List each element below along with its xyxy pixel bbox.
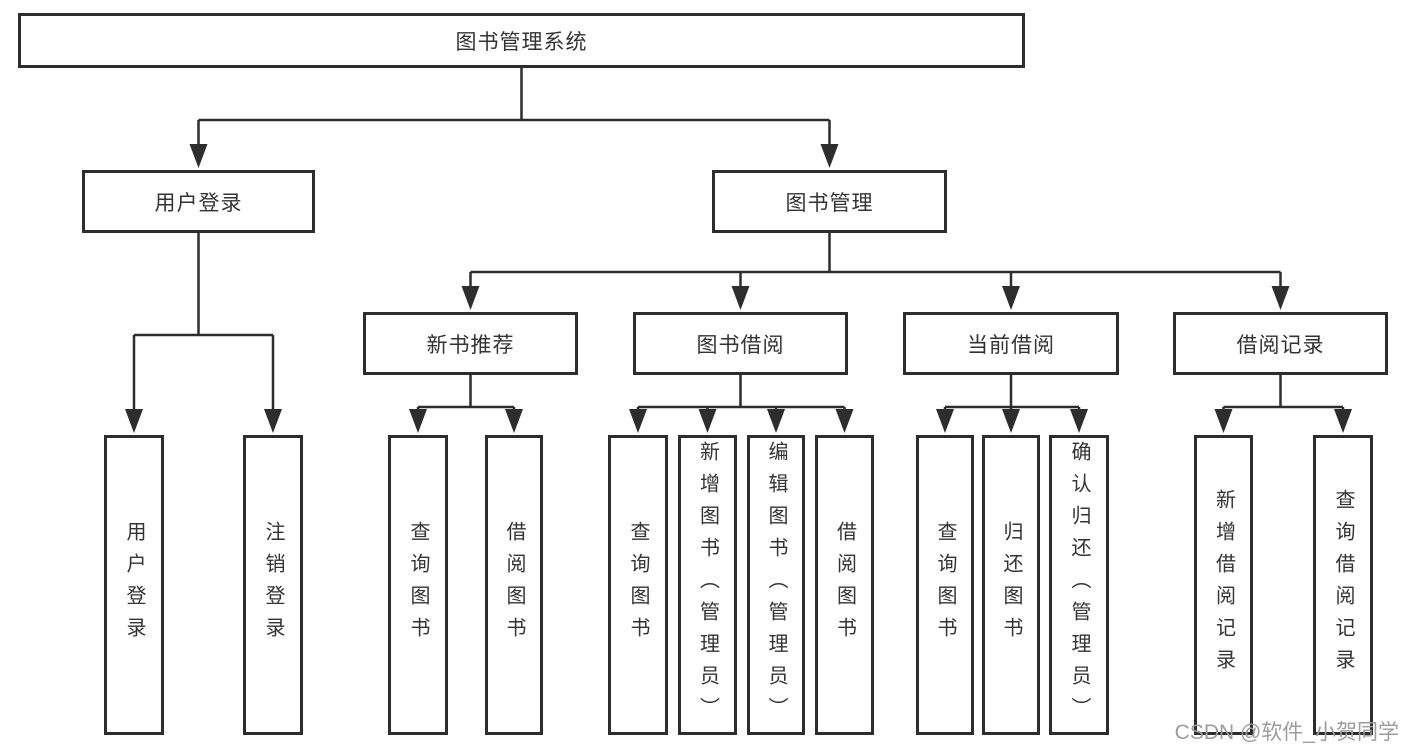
node-book-borrowing: 图书借阅 <box>633 312 848 375</box>
node-label: 借阅记录 <box>1236 333 1325 357</box>
node-label: 查询图书 <box>934 521 956 649</box>
leaf-user-login: 用户登录 <box>104 435 164 735</box>
node-user-login: 用户登录 <box>82 170 315 233</box>
node-label: 查询图书 <box>627 521 649 649</box>
node-label: 新增借阅记录 <box>1212 489 1235 681</box>
node-label: 借阅图书 <box>503 521 525 649</box>
leaf-query-books-recommend: 查询图书 <box>388 435 448 735</box>
node-borrow-records: 借阅记录 <box>1173 312 1388 375</box>
node-library-system: 图书管理系统 <box>18 13 1025 68</box>
leaf-logout: 注销登录 <box>243 435 303 735</box>
node-label: 图书管理 <box>785 191 874 215</box>
node-label: 图书管理系统 <box>455 30 588 54</box>
node-label: 用户登录 <box>154 191 243 215</box>
leaf-borrow-books-recommend: 借阅图书 <box>485 435 543 735</box>
node-label: 查询图书 <box>407 521 429 649</box>
node-new-book-recommend: 新书推荐 <box>363 312 578 375</box>
node-book-management: 图书管理 <box>712 170 947 233</box>
leaf-borrow-books-borrowing: 借阅图书 <box>815 435 874 735</box>
node-label: 借阅图书 <box>833 521 856 649</box>
node-label: 注销登录 <box>262 521 284 649</box>
node-label: 图书借阅 <box>696 333 785 357</box>
node-current-borrowing: 当前借阅 <box>903 312 1119 375</box>
node-label: 用户登录 <box>123 521 145 649</box>
node-label: 新书推荐 <box>426 333 515 357</box>
leaf-edit-books-admin: 编辑图书（管理员） <box>747 435 805 735</box>
leaf-add-books-admin: 新增图书（管理员） <box>678 435 737 735</box>
leaf-add-borrow-record: 新增借阅记录 <box>1194 435 1253 735</box>
leaf-query-books-borrowing: 查询图书 <box>608 435 668 735</box>
node-label: 归还图书 <box>1000 521 1022 649</box>
node-label: 当前借阅 <box>967 333 1055 357</box>
leaf-confirm-return-admin: 确认归还（管理员） <box>1049 435 1109 735</box>
node-label: 编辑图书（管理员） <box>765 441 787 729</box>
node-label: 新增图书（管理员） <box>696 441 719 729</box>
node-label: 确认归还（管理员） <box>1068 441 1090 729</box>
leaf-query-borrow-record: 查询借阅记录 <box>1313 435 1373 735</box>
node-label: 查询借阅记录 <box>1332 489 1354 681</box>
leaf-query-books-current: 查询图书 <box>916 435 974 735</box>
watermark: CSDN @软件_小贺同学 <box>1174 721 1399 744</box>
leaf-return-books: 归还图书 <box>982 435 1040 735</box>
